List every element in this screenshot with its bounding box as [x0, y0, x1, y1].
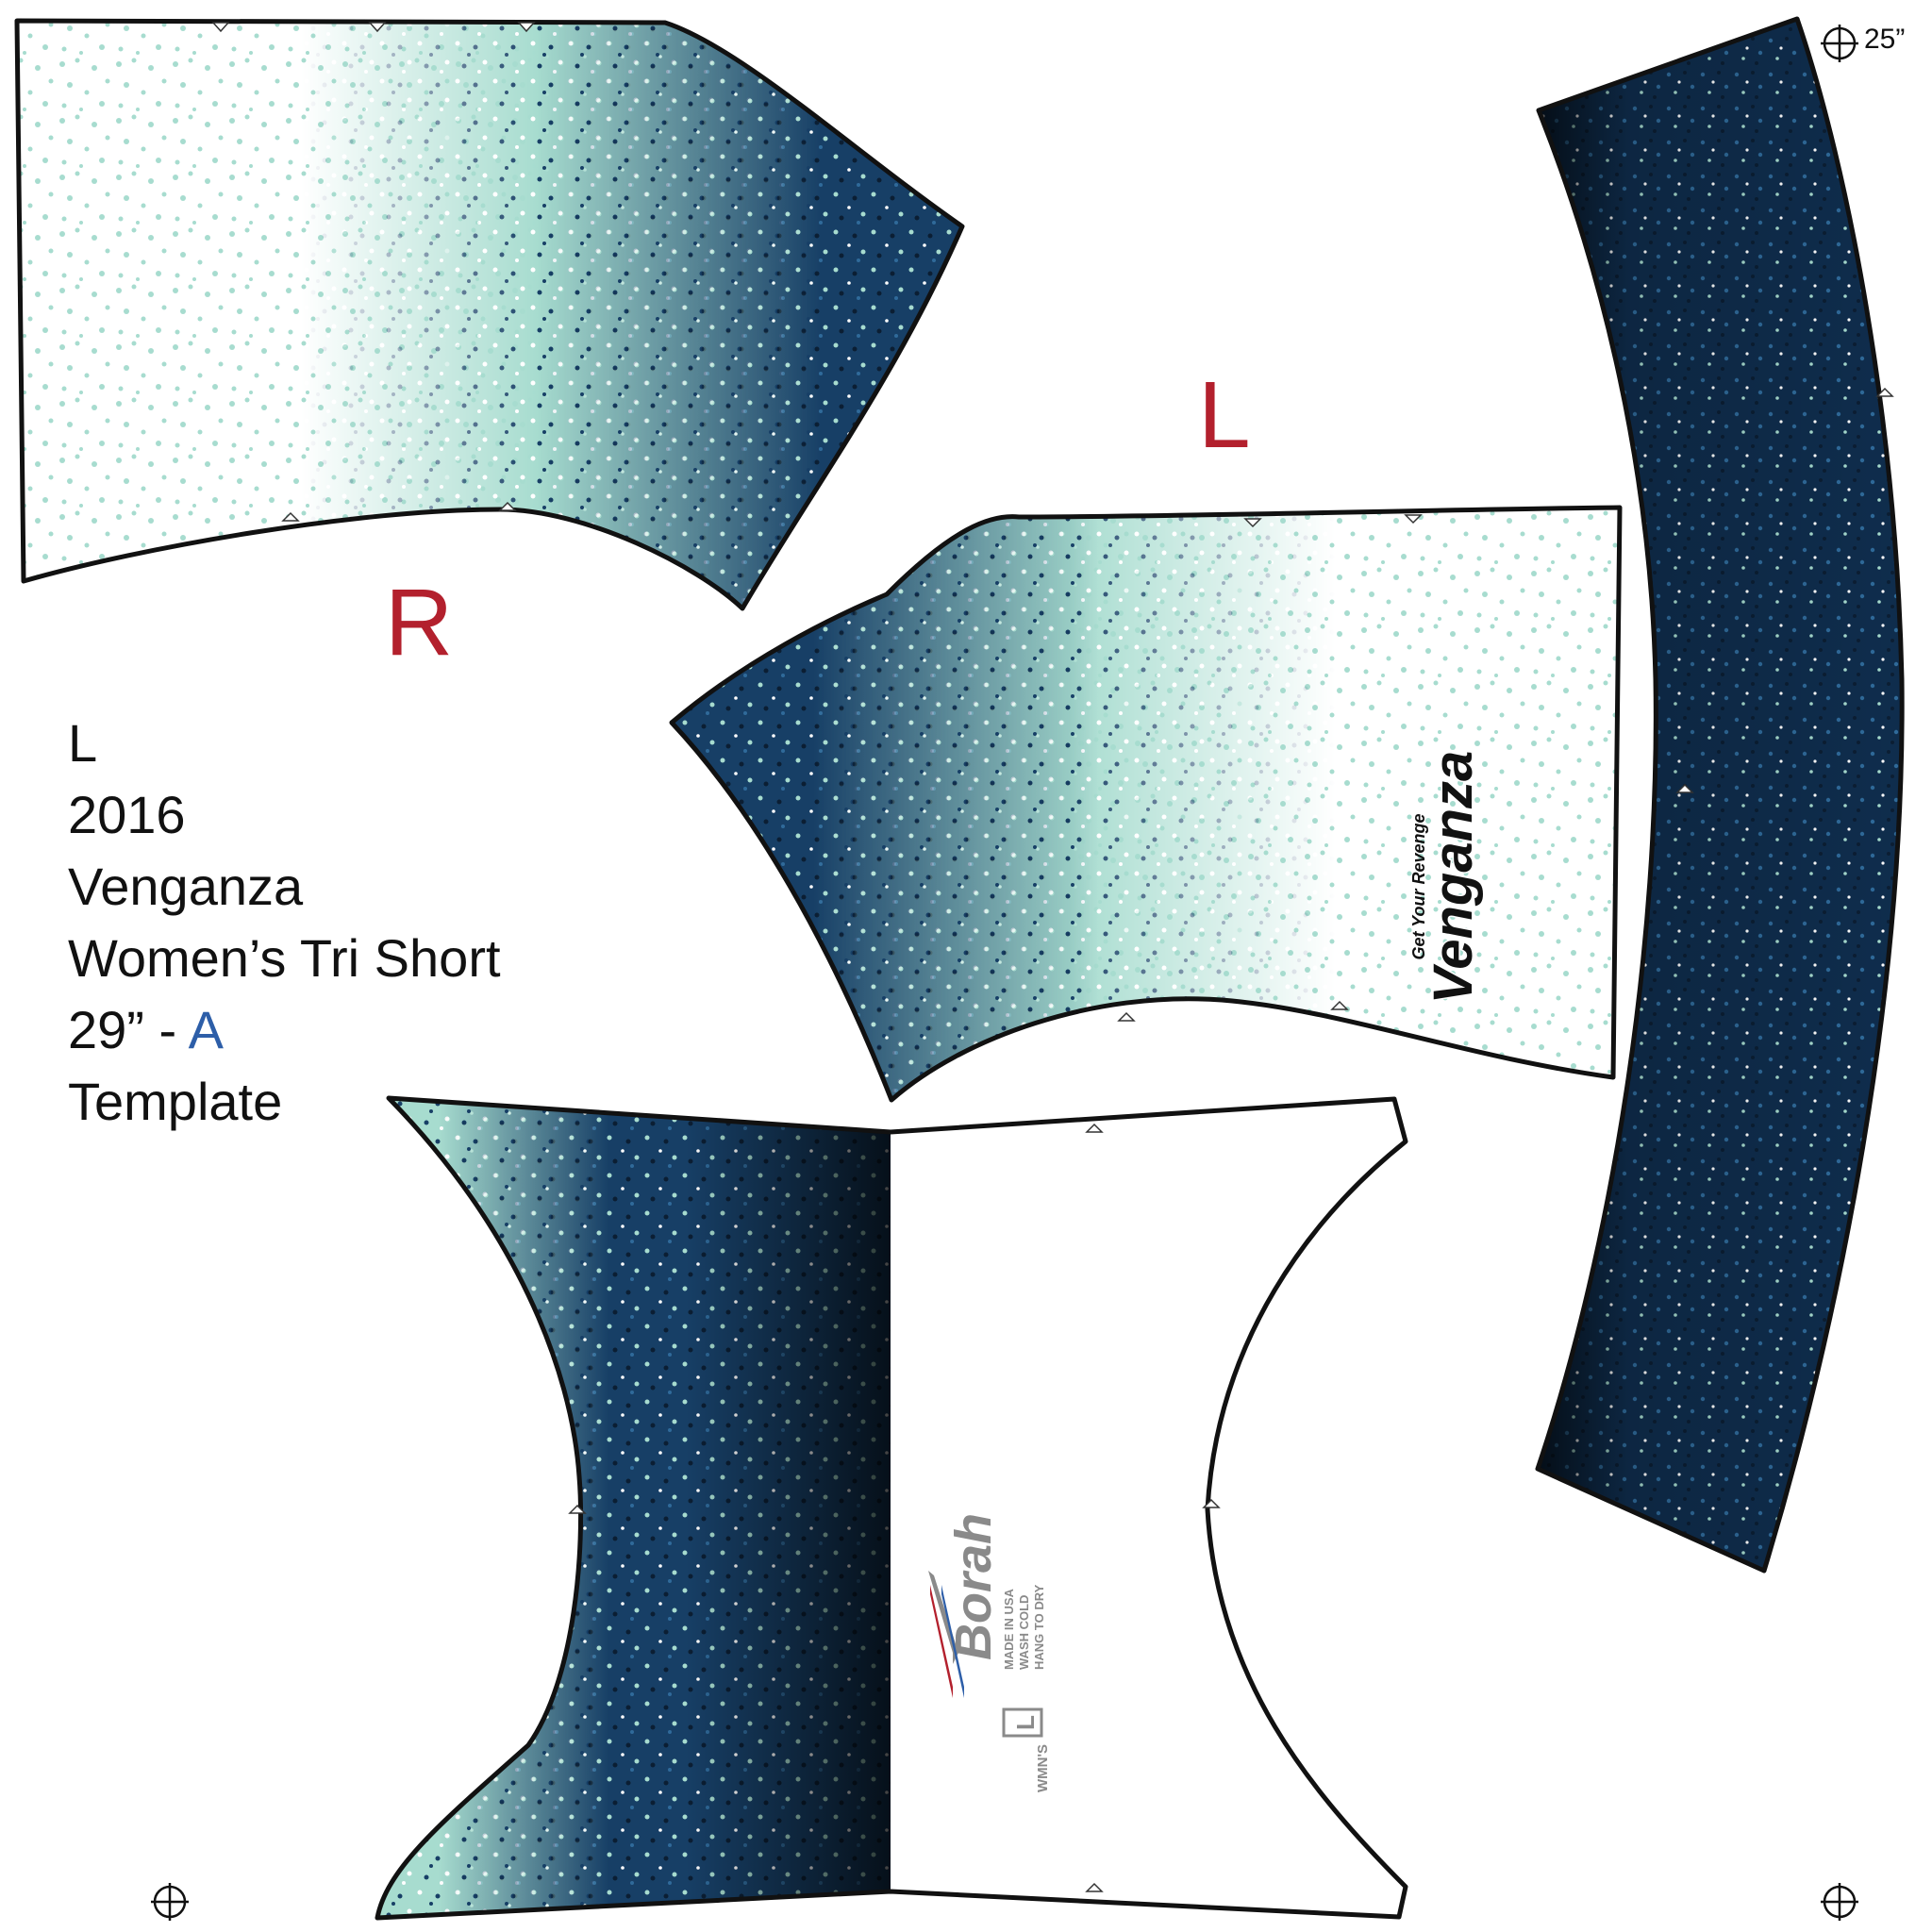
info-design: Venganza [68, 857, 304, 916]
registration-mark-icon [1821, 25, 1858, 62]
info-product: Women’s Tri Short [68, 928, 501, 988]
registration-mark-icon [1821, 1883, 1858, 1921]
info-kind: Template [68, 1072, 283, 1131]
venganza-logo: Venganza Get Your Revenge [1409, 749, 1486, 1006]
notch-marker-icon [211, 22, 1894, 1892]
template-info: L 2016 Venganza Women’s Tri Short 29” - … [68, 708, 501, 1138]
venganza-wordmark: Venganza [1423, 751, 1484, 1005]
waistband-reference: 25” [1864, 24, 1906, 55]
left-panel-label: L [1198, 362, 1251, 468]
right-panel-label: R [385, 570, 454, 675]
borah-care-label: Borah MADE IN USA WASH COLD HANG TO DRY … [928, 1513, 1051, 1792]
gusset-panel [375, 1095, 1408, 1921]
registration-mark-icon [151, 1883, 189, 1921]
info-separator: - [143, 1000, 189, 1059]
care-line-1: MADE IN USA [1002, 1588, 1016, 1670]
info-year: 2016 [68, 785, 186, 844]
info-inseam-line: 29” - A [68, 994, 501, 1066]
info-inseam: 29” [68, 1000, 144, 1059]
care-fit: WMN'S [1035, 1744, 1051, 1792]
flag-stripe-icon [930, 1585, 953, 1698]
care-size: L [1011, 1715, 1040, 1730]
info-size: L [68, 713, 98, 773]
care-line-3: HANG TO DRY [1032, 1584, 1046, 1670]
info-variant: A [188, 1000, 224, 1059]
borah-peak-icon [928, 1571, 958, 1664]
care-line-2: WASH COLD [1017, 1595, 1031, 1670]
borah-wordmark: Borah [945, 1513, 1002, 1660]
size-box [1002, 1707, 1043, 1738]
right-leg-panel [17, 21, 962, 608]
venganza-tagline: Get Your Revenge [1409, 813, 1428, 959]
